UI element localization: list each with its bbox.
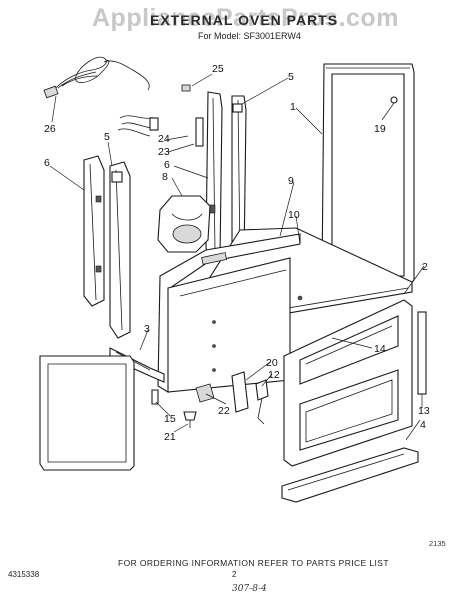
- callout-12: 12: [268, 369, 280, 381]
- callout-25: 25: [212, 63, 224, 75]
- model-subtitle: For Model: SF3001ERW4: [198, 31, 301, 41]
- part-26-power-cord: [43, 56, 150, 99]
- callout-22: 22: [218, 405, 230, 417]
- diagram-title: EXTERNAL OVEN PARTS: [150, 12, 339, 28]
- part-8-bracket: [157, 195, 211, 253]
- callout-19: 19: [374, 123, 386, 135]
- callout-labels: 26 25 5 1 19 24 23 6 8 5 6 9 10 2 3 14 2…: [44, 63, 430, 443]
- part-15-21-fasteners: [151, 389, 197, 428]
- callout-6b: 6: [44, 157, 50, 169]
- part-1-back-panel: [321, 63, 415, 287]
- callout-8: 8: [162, 171, 168, 183]
- watermark-text: AppliancePartsPros.com: [92, 4, 399, 32]
- callout-2: 2: [422, 261, 428, 273]
- callout-5: 5: [288, 71, 294, 83]
- callout-24: 24: [158, 133, 170, 145]
- callout-20: 20: [266, 357, 278, 369]
- ordering-note: FOR ORDERING INFORMATION REFER TO PARTS …: [118, 558, 389, 568]
- callout-23: 23: [158, 146, 170, 158]
- callout-14: 14: [374, 343, 386, 355]
- figure-code: 2135: [429, 539, 446, 548]
- callout-5b: 5: [104, 131, 110, 143]
- callout-13: 13: [418, 405, 430, 417]
- part-1-side-panel: [39, 355, 135, 471]
- part-2-door-frame: [283, 299, 413, 467]
- part-13-strip: [417, 311, 427, 395]
- callout-3: 3: [144, 323, 150, 335]
- part-24-23-harness: [117, 115, 204, 147]
- part-25-clip: [181, 73, 213, 92]
- callout-1: 1: [290, 101, 296, 113]
- callout-4: 4: [420, 419, 426, 431]
- part-19-grommet: [381, 96, 398, 121]
- callout-10: 10: [288, 209, 300, 221]
- page-number: 2: [232, 570, 237, 579]
- part-20-12-22-brackets: [195, 371, 269, 425]
- callout-26: 26: [44, 123, 56, 135]
- callout-21: 21: [164, 431, 176, 443]
- callout-9: 9: [288, 175, 294, 187]
- part-5-side-rail: [109, 161, 131, 339]
- callout-15: 15: [164, 413, 176, 425]
- document-number: 4315338: [8, 570, 40, 579]
- leader-lines: [49, 77, 425, 441]
- callout-6: 6: [164, 159, 170, 171]
- part-4-kickplate: [281, 447, 419, 503]
- handwritten-note: 307-8-4: [232, 584, 267, 594]
- part-6-side-panel: [83, 155, 105, 307]
